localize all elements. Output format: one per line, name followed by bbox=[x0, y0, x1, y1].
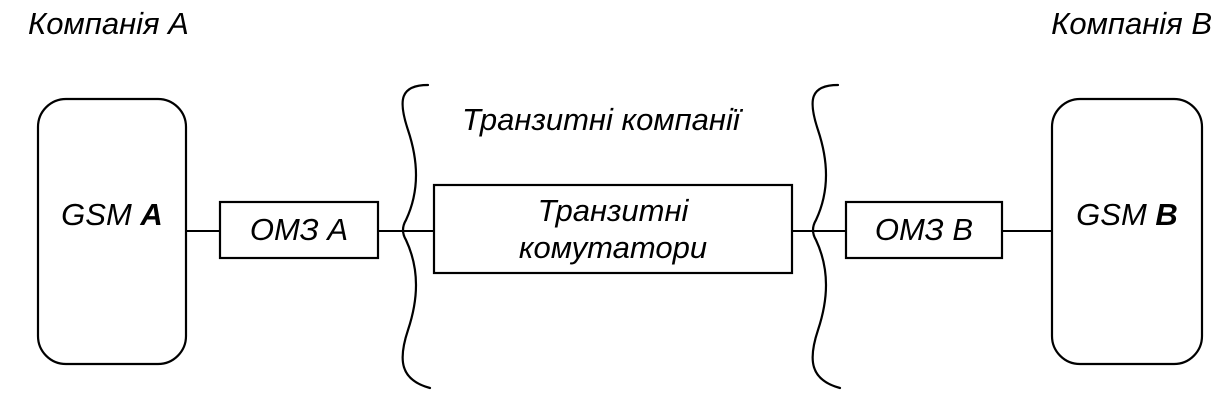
gsm-b-suffix: В bbox=[1155, 197, 1178, 233]
transit-switches-line1: Транзитні bbox=[537, 192, 689, 228]
gsm-a-suffix: А bbox=[140, 197, 163, 233]
company-b-label: Компанія В bbox=[1051, 6, 1212, 41]
omz-a-label: ОМЗ А bbox=[249, 212, 349, 248]
transit-switches-label: Транзитні комутатори bbox=[434, 185, 792, 273]
right-curly-brace bbox=[811, 83, 842, 390]
left-curly-brace bbox=[401, 83, 432, 390]
omz-b-label: ОМЗ В bbox=[874, 212, 974, 248]
transit-switches-box bbox=[432, 183, 794, 275]
gsm-b-label: GSM В bbox=[1052, 195, 1202, 235]
gsm-a-prefix: GSM bbox=[61, 197, 132, 233]
company-a-label: Компанія А bbox=[28, 6, 189, 41]
gsm-b-prefix: GSM bbox=[1076, 197, 1147, 233]
gsm-a-label: GSM А bbox=[38, 195, 186, 235]
transit-companies-label: Транзитні компанії bbox=[462, 102, 740, 137]
transit-switches-line2: комутатори bbox=[518, 230, 708, 265]
